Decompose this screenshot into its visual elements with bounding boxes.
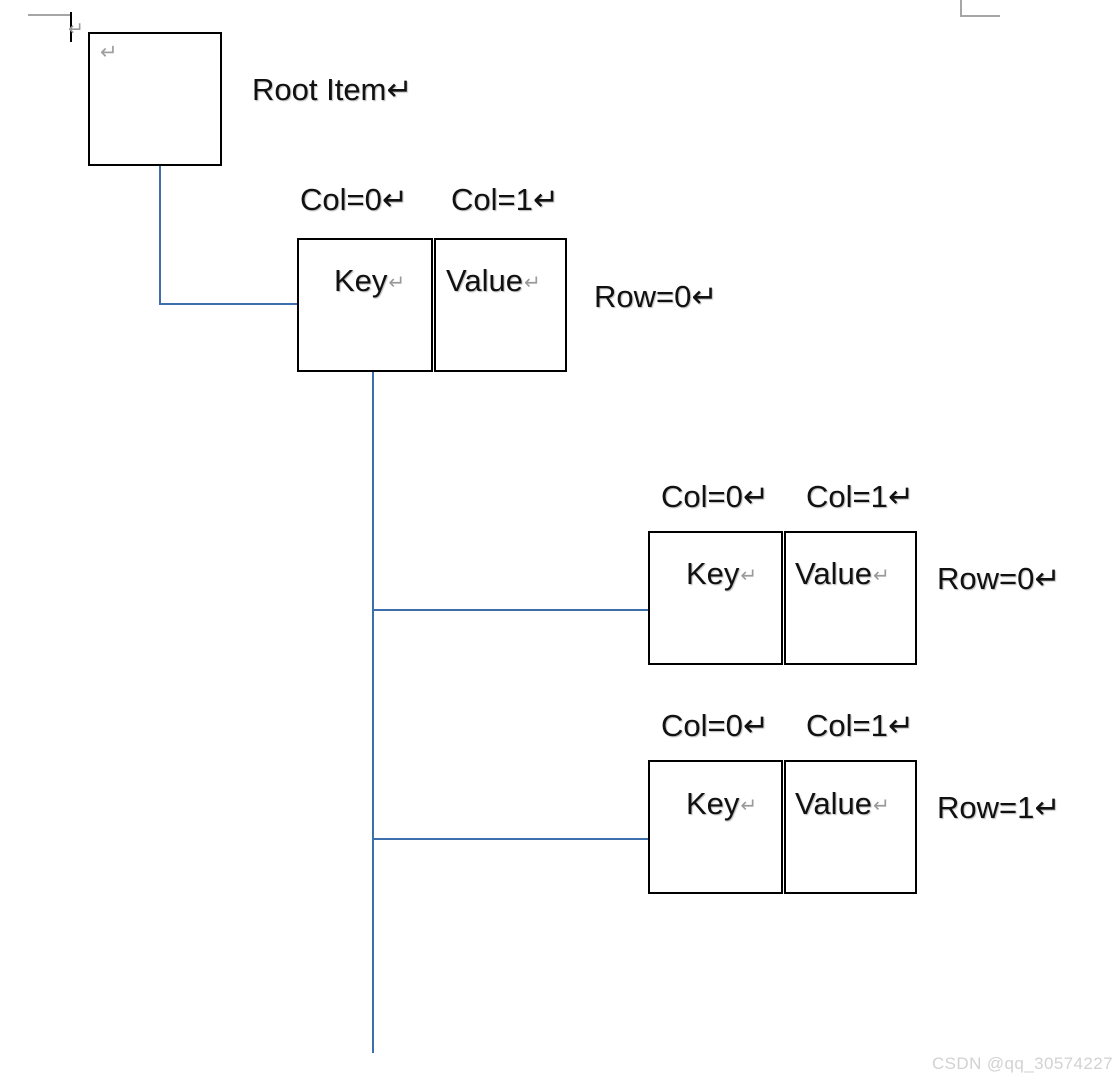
return-icon: ↵: [740, 565, 758, 587]
return-icon: ↵: [388, 272, 406, 294]
level2-row0-key-text: Key↵: [686, 558, 757, 589]
margin-corner-mark-top-right: [960, 0, 1000, 17]
connector-root-vertical: [159, 166, 161, 304]
level2-row0-key-box[interactable]: [648, 531, 783, 665]
level1-key-text-value: Key: [334, 263, 388, 298]
root-item-box[interactable]: [88, 32, 222, 166]
level2-row0-key-text-value: Key: [686, 556, 740, 591]
level2-row1-key-box[interactable]: [648, 760, 783, 894]
return-icon: ↵: [873, 565, 890, 587]
paragraph-return-icon-document: ↵: [68, 19, 84, 40]
level2-row1-value-box[interactable]: [784, 760, 917, 894]
level2-row1-value-text-value: Value: [795, 786, 872, 821]
level2-row1-key-text: Key↵: [686, 788, 757, 819]
level2-row1-key-text-value: Key: [686, 786, 740, 821]
margin-corner-mark-top-left: [28, 0, 72, 16]
connector-root-horizontal: [159, 303, 298, 305]
level1-col0-label: Col=0↵: [300, 182, 408, 217]
level1-value-text-value: Value: [446, 263, 523, 298]
level2-row1-value-text: Value↵: [795, 788, 890, 819]
level2-row0-value-text-value: Value: [795, 556, 872, 591]
level1-col1-label: Col=1↵: [451, 182, 559, 217]
level1-row-label: Row=0↵: [594, 279, 718, 314]
text-caret: [70, 12, 72, 42]
level2-row0-col1-label: Col=1↵: [806, 479, 914, 514]
paragraph-return-icon-root-box: ↵: [100, 41, 118, 64]
level2-row0-col0-label: Col=0↵: [661, 479, 769, 514]
level2-row1-row-label: Row=1↵: [937, 790, 1061, 825]
level2-row0-value-box[interactable]: [784, 531, 917, 665]
return-icon: ↵: [740, 795, 758, 817]
level1-value-box[interactable]: [434, 238, 567, 372]
root-item-label: Root Item↵: [252, 72, 413, 107]
level1-value-text: Value↵: [446, 265, 541, 296]
level1-key-box[interactable]: [297, 238, 433, 372]
connector-level2-row1-branch: [372, 838, 649, 840]
connector-level1-trunk: [372, 372, 374, 1053]
return-icon: ↵: [524, 272, 541, 294]
level2-row1-col1-label: Col=1↵: [806, 708, 914, 743]
level2-row0-row-label: Row=0↵: [937, 561, 1061, 596]
connector-level2-row0-branch: [372, 609, 649, 611]
level2-row0-value-text: Value↵: [795, 558, 890, 589]
level1-key-text: Key↵: [334, 265, 405, 296]
return-icon: ↵: [873, 795, 890, 817]
watermark: CSDN @qq_30574227: [932, 1054, 1113, 1073]
level2-row1-col0-label: Col=0↵: [661, 708, 769, 743]
